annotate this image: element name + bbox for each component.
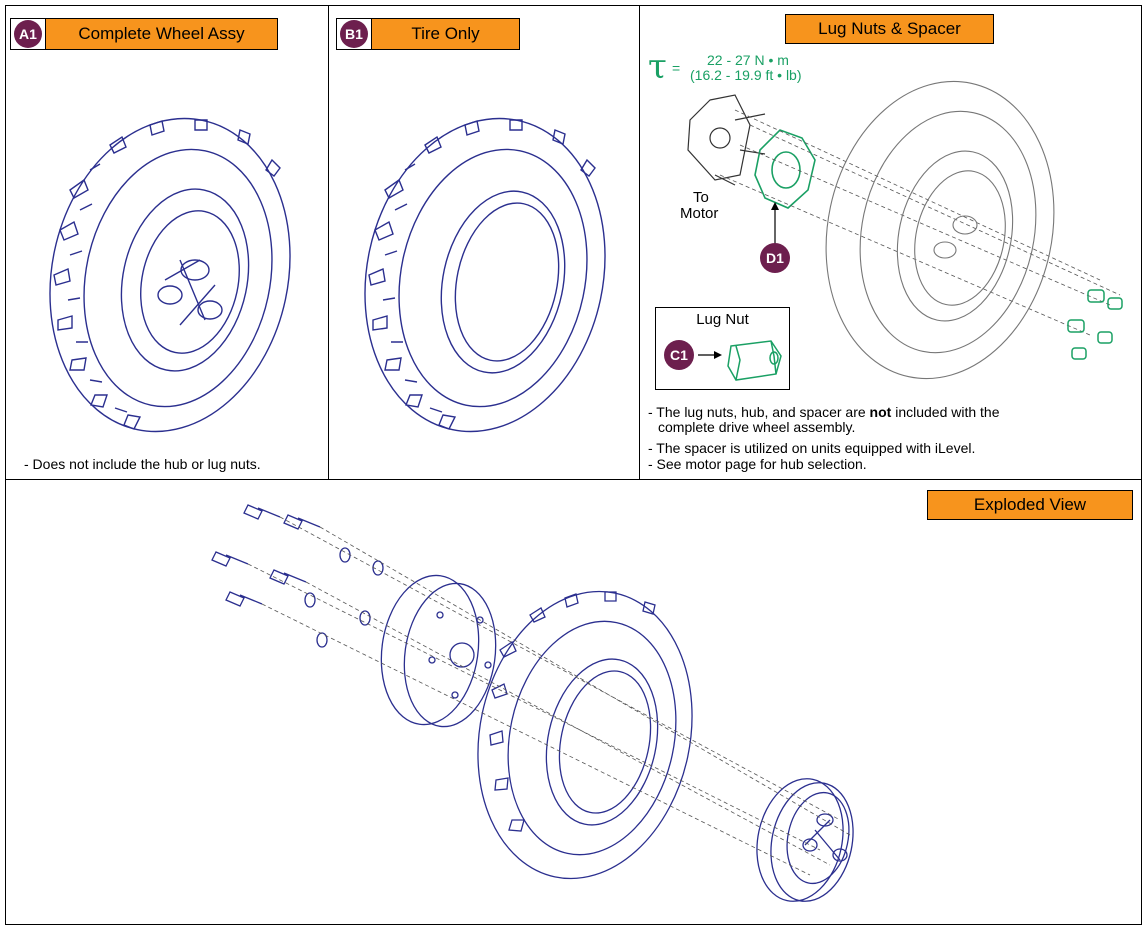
badge-d1: D1 [760,243,790,273]
bolts [211,504,321,607]
header-b1: B1 Tire Only [336,18,520,50]
washers [304,547,384,648]
hub-shape [687,94,766,186]
torque-nm: 22 - 27 N • m [707,52,789,68]
label-lug-nuts-spacer: Lug Nuts & Spacer [785,14,994,44]
note-a1: - Does not include the hub or lug nuts. [24,456,261,472]
lug-note-1-cont: complete drive wheel assembly. [658,419,856,435]
lug-note-2: - The spacer is utilized on units equipp… [648,440,976,456]
lug-nut-title: Lug Nut [696,311,749,328]
badge-c1: C1 [664,340,694,370]
torque-equals: = [672,60,681,76]
exploded-view-illustration [211,504,854,902]
label-exploded-view: Exploded View [927,490,1133,520]
label-tire-only: Tire Only [371,19,519,49]
spacer-shape [754,129,816,209]
torque-symbol: τ [648,47,667,87]
outer-rim [756,778,854,902]
tire-only-illustration [364,117,606,433]
lug-nut-callout-box: Lug Nut C1 [655,307,790,390]
lug-note-3: - See motor page for hub selection. [648,456,867,472]
label-motor: Motor [680,205,719,222]
badge-b1: B1 [340,20,368,48]
label-to: To [693,189,709,206]
label-complete-wheel-assy: Complete Wheel Assy [45,19,277,49]
lug-nut-detail [698,340,782,381]
torque-ftlb: (16.2 - 19.9 ft • lb) [690,67,802,83]
header-a1: A1 Complete Wheel Assy [10,18,278,50]
badge-a1: A1 [14,20,42,48]
tire-grey-shape [825,80,1055,380]
panel-complete-wheel [5,5,330,481]
lug-nuts-shape [1067,289,1123,360]
panel-tire-only [328,5,641,481]
complete-wheel-illustration [49,117,291,433]
lug-nuts-spacer-illustration [687,80,1123,380]
lug-note-1: - The lug nuts, hub, and spacer are not … [648,404,1000,420]
inner-rim [380,574,497,728]
